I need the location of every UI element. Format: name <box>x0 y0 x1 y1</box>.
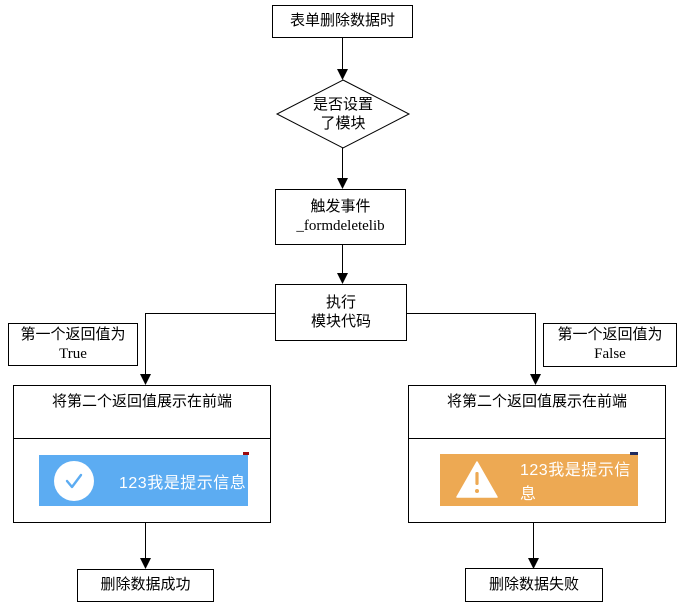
toast-warning-corner-artifact <box>630 452 638 455</box>
node-execute-line1: 执行 <box>325 294 356 311</box>
node-return-false: 第一个返回值为 False <box>543 323 677 367</box>
node-delete-fail: 删除数据失败 <box>465 568 603 602</box>
arrowheads <box>140 69 541 569</box>
connector-execute-to-left <box>145 313 275 374</box>
node-trigger-line2: _formdeletelib <box>296 218 385 234</box>
check-circle-icon <box>54 460 94 501</box>
node-delete-fail-label: 删除数据失败 <box>488 576 579 593</box>
node-decision-line2: 了模块 <box>320 116 366 132</box>
node-decision-line1: 是否设置 <box>312 97 373 113</box>
node-return-true: 第一个返回值为 True <box>8 323 138 366</box>
node-return-false-line2: False <box>594 346 626 362</box>
node-return-true-line1: 第一个返回值为 <box>20 326 126 343</box>
toast-warning-text: 123我是提示信息 <box>520 462 631 503</box>
toast-success: 123我是提示信息 <box>39 455 248 506</box>
node-start: 表单删除数据时 <box>272 5 413 38</box>
node-execute-module: 执行 模块代码 <box>275 284 407 341</box>
decision-diamond-shape <box>275 79 411 149</box>
connector-execute-to-right <box>406 313 536 374</box>
node-execute-line2: 模块代码 <box>310 313 371 330</box>
node-show-frontend-left-label: 将第二个返回值展示在前端 <box>51 394 232 410</box>
toast-success-corner-artifact <box>243 452 249 455</box>
node-show-frontend-right: 将第二个返回值展示在前端 <box>408 385 666 439</box>
warning-triangle-icon <box>456 461 498 499</box>
node-delete-success-label: 删除数据成功 <box>100 577 191 593</box>
toast-success-text: 123我是提示信息 <box>119 474 247 492</box>
node-delete-success: 删除数据成功 <box>77 569 214 602</box>
node-return-true-line2: True <box>59 345 87 362</box>
toast-warning: 123我是提示信息 <box>440 454 638 506</box>
node-trigger-event: 触发事件 _formdeletelib <box>275 189 406 245</box>
node-return-false-line1: 第一个返回值为 <box>557 327 663 343</box>
node-show-frontend-right-label: 将第二个返回值展示在前端 <box>446 394 627 410</box>
node-trigger-line1: 触发事件 <box>310 199 371 215</box>
node-start-label: 表单删除数据时 <box>289 13 395 29</box>
node-show-frontend-left: 将第二个返回值展示在前端 <box>13 385 271 439</box>
node-decision-label: 是否设置 了模块 <box>277 96 409 134</box>
